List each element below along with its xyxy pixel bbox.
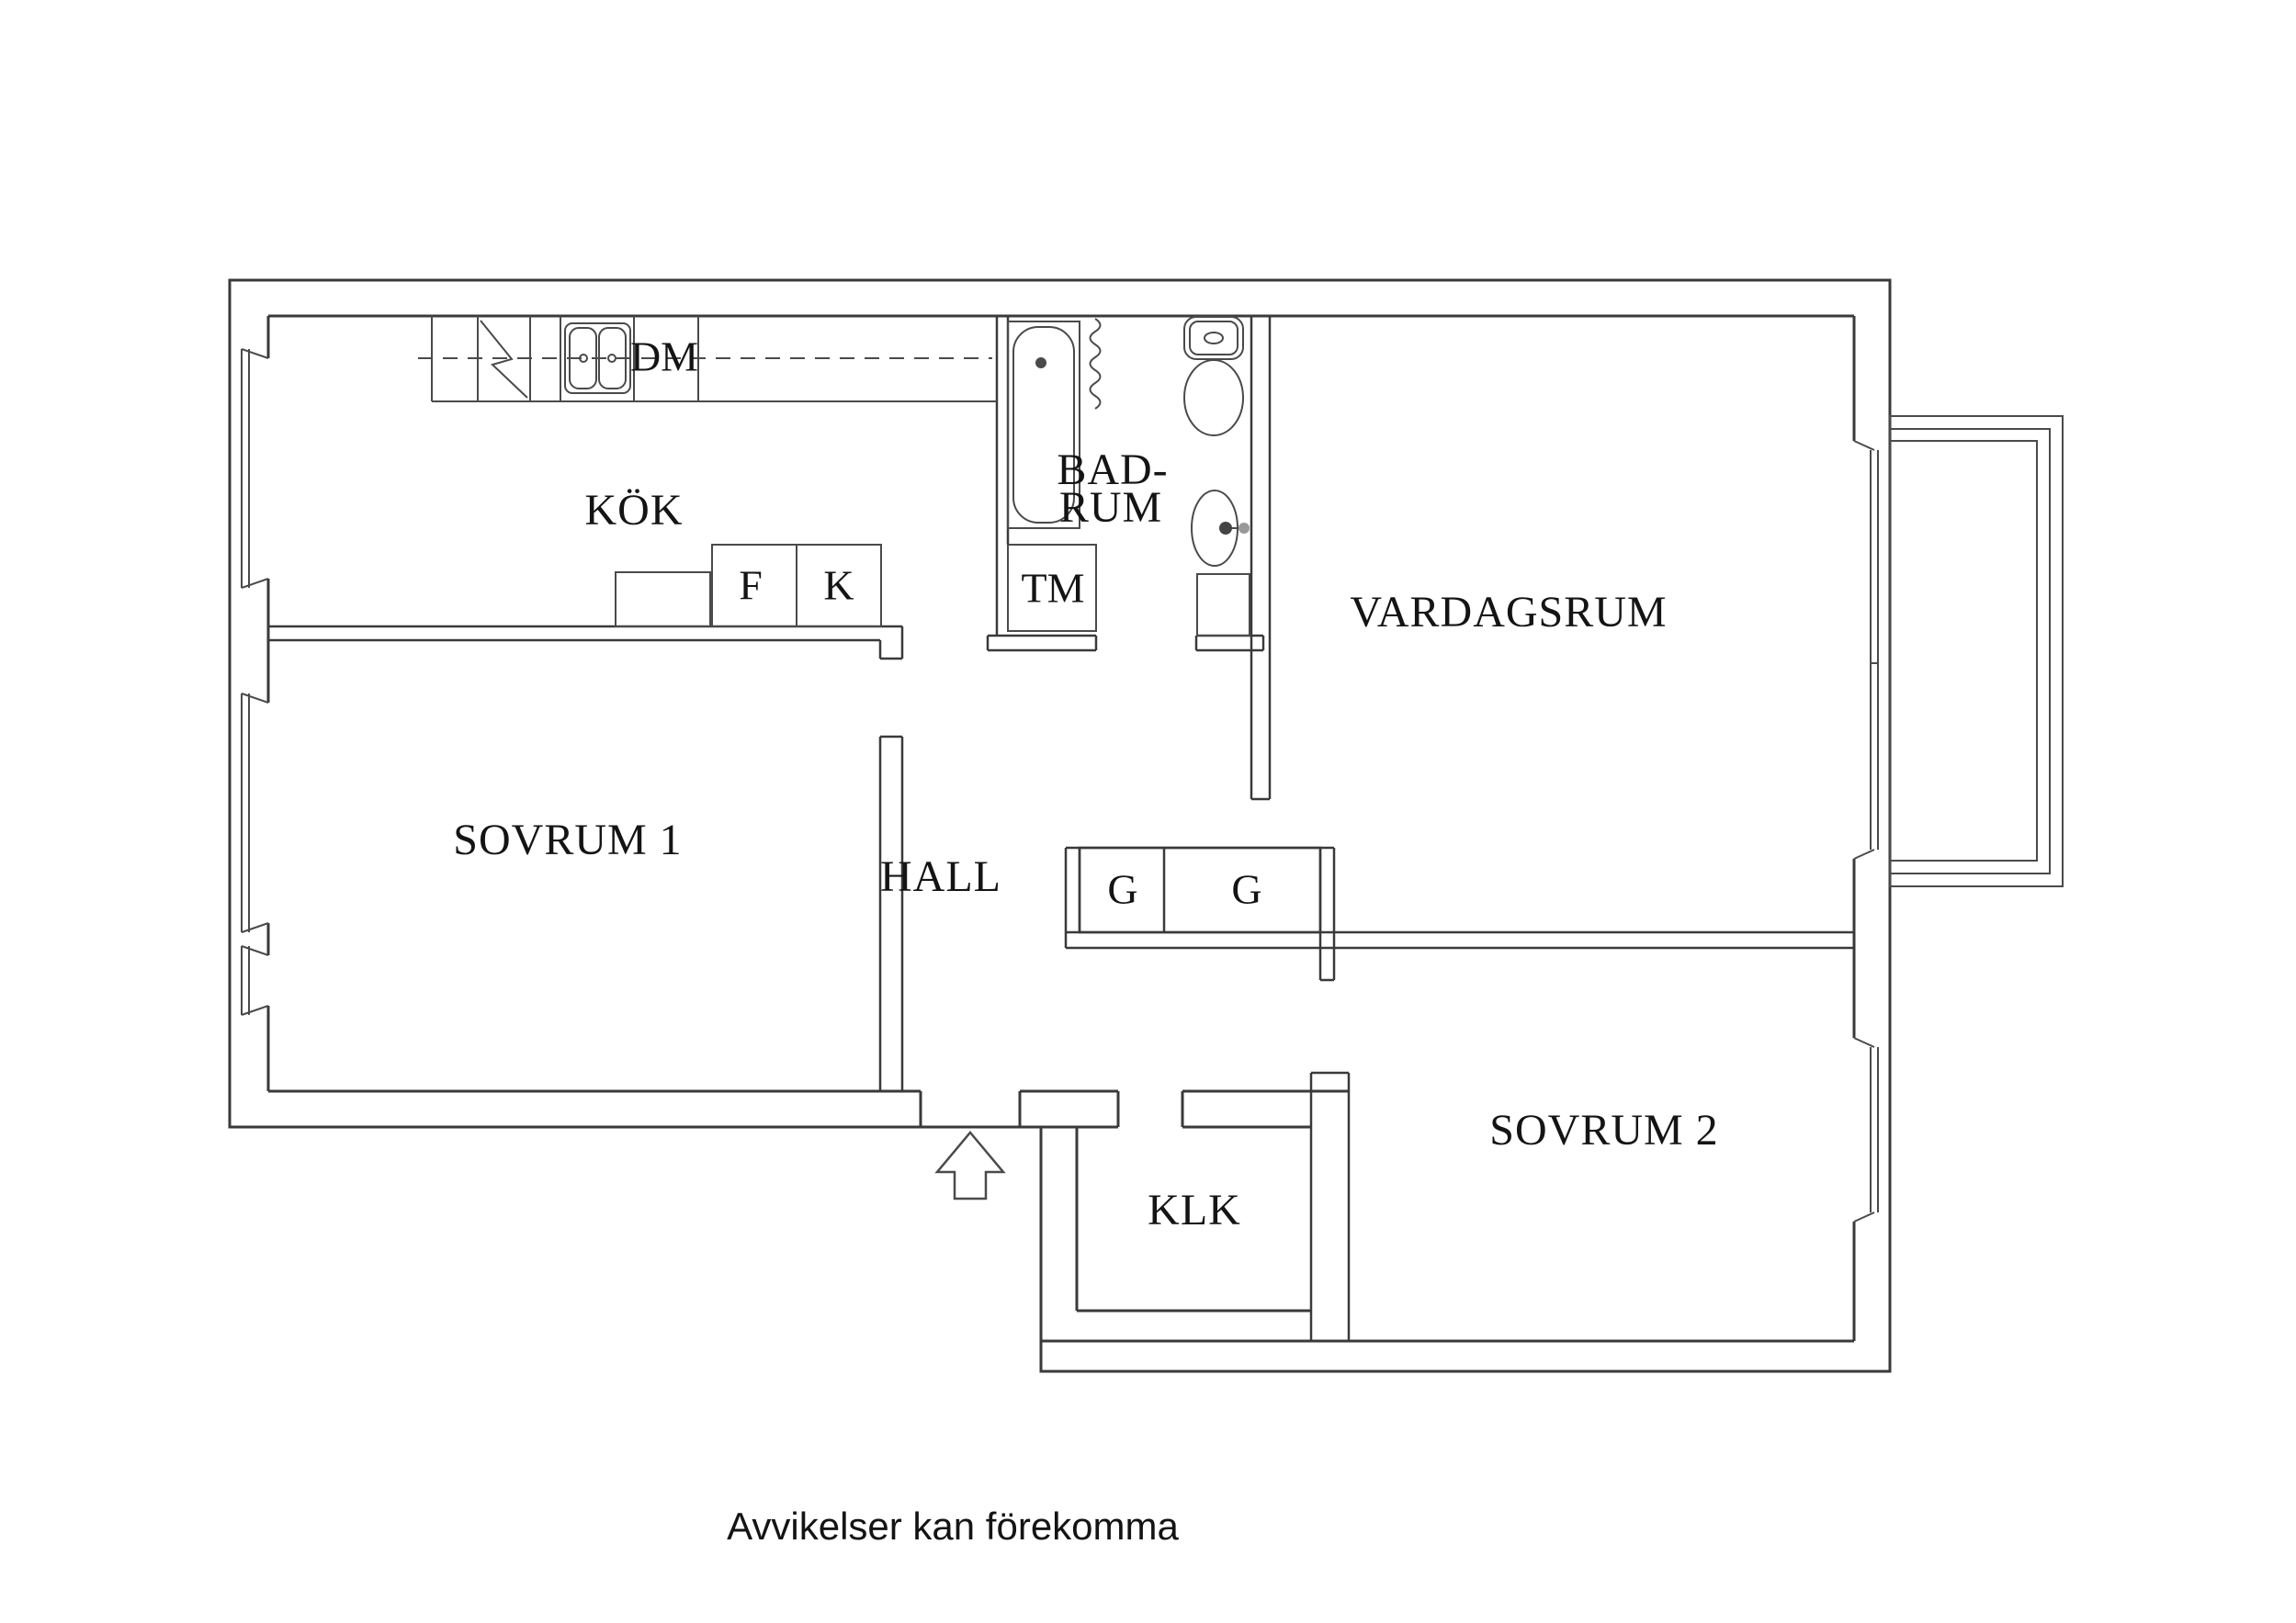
fixture-label-tm: TM	[1022, 565, 1085, 612]
sink-icon	[565, 323, 630, 393]
shower-hose-icon	[1091, 319, 1101, 409]
window-icon-sovrum2	[1854, 1038, 1878, 1222]
fixture-label-g2: G	[1231, 866, 1261, 913]
room-label-hall: HALL	[880, 852, 1001, 901]
window-icon-left	[242, 349, 268, 1015]
disclaimer-text: Avvikelser kan förekomma	[727, 1505, 1179, 1548]
balcony-door-icon	[1854, 441, 1878, 859]
stove-icon	[481, 321, 527, 398]
room-label-klk: KLK	[1148, 1186, 1241, 1234]
room-label-kok: KÖK	[585, 486, 684, 535]
washer-box	[1008, 545, 1096, 631]
freezer-box	[797, 545, 881, 626]
balcony-outline	[1890, 416, 2063, 886]
fixture-label-f: F	[739, 562, 763, 609]
fixture-label-k: K	[823, 562, 854, 609]
toilet-icon	[1184, 317, 1243, 435]
room-label-sovrum1: SOVRUM 1	[453, 816, 682, 864]
bathtub-icon	[1008, 321, 1080, 528]
kitchen-counter	[418, 316, 997, 401]
basin-icon	[1192, 490, 1250, 636]
counter-box	[616, 572, 710, 626]
fixture-label-g1: G	[1107, 866, 1137, 913]
room-label-badrum-2: RUM	[1059, 483, 1162, 532]
entry-arrow-icon	[937, 1133, 1003, 1199]
room-label-vardagsrum: VARDAGSRUM	[1350, 588, 1667, 637]
room-label-sovrum2: SOVRUM 2	[1489, 1106, 1718, 1155]
room-label-badrum-1: BAD-	[1057, 445, 1168, 494]
wardrobe-boxes	[1066, 848, 1334, 948]
kitchen-appliance-boxes	[616, 545, 881, 626]
fixture-label-dm: DM	[630, 333, 698, 380]
